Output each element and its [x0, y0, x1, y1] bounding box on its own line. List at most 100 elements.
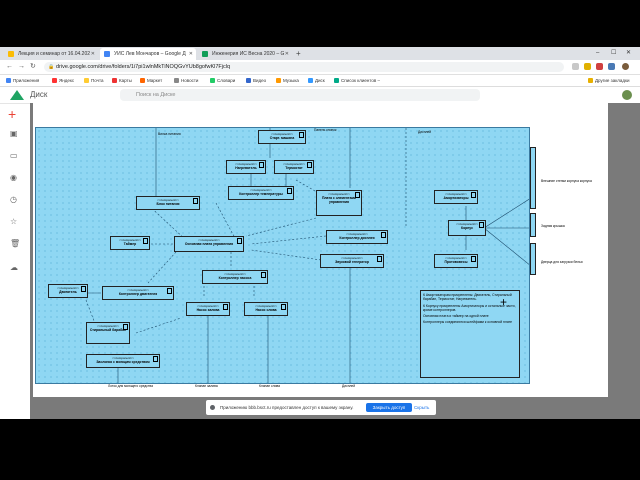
component-counterweights[interactable]: <<component>> Противовесы [434, 254, 478, 268]
computers-icon[interactable]: ▭ [10, 151, 18, 160]
new-tab-button[interactable]: + [296, 49, 301, 58]
component-heater[interactable]: <<component>> Нагреватель [226, 160, 266, 174]
component-stereotype: <<component>> [445, 256, 467, 260]
new-plus-icon[interactable]: + [8, 106, 17, 122]
tab-drive[interactable]: УИС Лев Мончаров – Google Д ✕ [100, 48, 196, 60]
port-back-cover [530, 213, 536, 237]
label-inlet-valve: Клапан залива [195, 384, 218, 388]
component-thermostat[interactable]: <<component>> Термостат [274, 160, 314, 174]
tab-title: Инженерия ИС Весна 2020 – G [212, 51, 285, 57]
reload-icon[interactable]: ↻ [30, 63, 36, 70]
component-inlet-pump[interactable]: <<component>> Насос залива [186, 302, 230, 316]
bookmark-label: Другие закладки [595, 78, 630, 83]
component-display-controller[interactable]: <<component>> Контроллер дисплея [326, 230, 388, 244]
tab-title: УИС Лев Мончаров – Google Д [114, 51, 186, 57]
component-icon [471, 192, 476, 198]
avatar[interactable] [622, 90, 632, 100]
profile-avatar-icon[interactable] [622, 63, 629, 70]
maximize-icon[interactable]: ☐ [611, 50, 617, 56]
component-stereotype: <<component>> [255, 304, 277, 308]
component-name: Контроллер температуры [239, 192, 283, 197]
label-power-plug: Вилка питания [158, 132, 181, 136]
component-start-machine[interactable]: <<component>> Старт. машина [258, 130, 306, 144]
tab-lecture[interactable]: Лекция и семинар от 16.04.202 ✕ [4, 48, 98, 60]
component-stereotype: <<component>> [271, 132, 293, 136]
bookmark-other[interactable]: Другие закладки [588, 75, 629, 86]
bookmark-apps[interactable]: Приложения [6, 75, 39, 86]
shared-icon[interactable]: ◉ [10, 173, 17, 182]
component-sound-generator[interactable]: <<component>> Звуковой генератор [320, 254, 384, 268]
tab-engineering[interactable]: Инженерия ИС Весна 2020 – G ✕ [198, 48, 292, 60]
component-detergent-flap[interactable]: <<component>> Заслонка с моющим средство… [86, 354, 160, 368]
bookmark-maps[interactable]: Карты [112, 75, 132, 86]
storage-icon[interactable]: ☁ [10, 263, 18, 272]
bookmark-music[interactable]: Музыка [276, 75, 299, 86]
component-icon [123, 324, 128, 330]
stop-sharing-button[interactable]: Закрыть доступ [366, 403, 412, 412]
extension-icon[interactable] [584, 63, 591, 70]
drive-search-input[interactable]: Поиск на Диске [120, 89, 480, 101]
minimize-icon[interactable]: – [596, 50, 600, 56]
component-name: Нагреватель [235, 166, 257, 171]
mail-icon [84, 78, 89, 83]
hide-button[interactable]: Скрыть [414, 405, 430, 410]
component-pump-controller[interactable]: <<component>> Контроллер насоса [202, 270, 268, 284]
window-close-icon[interactable]: ✕ [626, 50, 632, 56]
component-name: Заслонка с моющим средством [96, 360, 150, 365]
component-power-unit[interactable]: <<component>> Блок питания [136, 196, 200, 210]
bookmark-label: Словари [217, 78, 236, 83]
component-temperature-controller[interactable]: <<component>> Контроллер температуры [228, 186, 294, 200]
recent-icon[interactable]: ◷ [10, 195, 17, 204]
component-timer[interactable]: <<component>> Таймер [110, 236, 150, 250]
component-stereotype: <<component>> [328, 192, 350, 196]
news-icon [174, 78, 179, 83]
bookmark-market[interactable]: Маркет [140, 75, 162, 86]
forward-arrow-icon[interactable]: → [18, 63, 25, 70]
address-bar[interactable]: 🔒 drive.google.com/drive/folders/1i7pi1w… [44, 62, 564, 72]
bookmark-clients[interactable]: Список клиентов – [334, 75, 380, 86]
notification-text: Приложению bbb.bsct.ru предоставлен дост… [220, 405, 354, 410]
component-stereotype: <<component>> [57, 286, 79, 290]
component-main-board[interactable]: <<component>> Основная плата управления [174, 236, 244, 252]
component-housing[interactable]: <<component>> Корпус [448, 220, 486, 236]
component-icon [479, 222, 484, 228]
bookmark-mail[interactable]: Почта [84, 75, 104, 86]
component-stereotype: <<component>> [346, 232, 368, 236]
bookmark-yandex[interactable]: Яндекс [52, 75, 74, 86]
component-motor[interactable]: <<component>> Двигатель [48, 284, 88, 298]
extension-icon[interactable] [572, 63, 579, 70]
component-control-board[interactable]: <<component>> Плата с элементами управле… [316, 190, 362, 216]
component-stereotype: <<component>> [235, 162, 257, 166]
sheets-favicon-icon [202, 51, 208, 57]
component-washing-drum[interactable]: <<component>> Стиральный барабан [86, 322, 130, 344]
bookmark-video[interactable]: Видео [246, 75, 266, 86]
bookmark-label: Список клиентов – [341, 78, 381, 83]
component-icon [237, 238, 242, 244]
bookmark-dictionaries[interactable]: Словари [210, 75, 235, 86]
extension-icon[interactable] [608, 63, 615, 70]
starred-icon[interactable]: ☆ [10, 217, 18, 226]
drive-logo-icon [10, 90, 24, 100]
close-icon[interactable]: ✕ [284, 51, 289, 57]
component-stereotype: <<component>> [157, 198, 179, 202]
document-page: Вилка питания Панель кнопок Дисплей <<co… [33, 103, 608, 397]
my-drive-icon[interactable]: ▣ [10, 129, 18, 138]
component-stereotype: <<component>> [445, 192, 467, 196]
diagram-note[interactable]: К Амортизаторам прикреплены: Двигатель, … [420, 290, 520, 378]
component-name: Противовесы [444, 260, 468, 265]
component-shock-absorbers[interactable]: <<component>> Амортизаторы [434, 190, 478, 204]
component-stereotype: <<component>> [198, 238, 220, 242]
component-motor-controller[interactable]: <<component>> Контроллер двигателя [102, 286, 174, 300]
port-outer-walls [530, 147, 536, 209]
trash-icon[interactable]: 🗑 [10, 239, 21, 248]
lock-icon: 🔒 [48, 64, 55, 70]
extension-icon[interactable] [596, 63, 603, 70]
component-stereotype: <<component>> [119, 238, 141, 242]
label-detergent-tray: Лоток для моющего средства [108, 384, 153, 388]
back-arrow-icon[interactable]: ← [6, 63, 13, 70]
bookmark-disk[interactable]: Диск [308, 75, 325, 86]
close-icon[interactable]: ✕ [188, 51, 193, 57]
close-icon[interactable]: ✕ [90, 51, 95, 57]
component-drain-pump[interactable]: <<component>> Насос слива [244, 302, 288, 316]
bookmark-news[interactable]: Новости [174, 75, 198, 86]
